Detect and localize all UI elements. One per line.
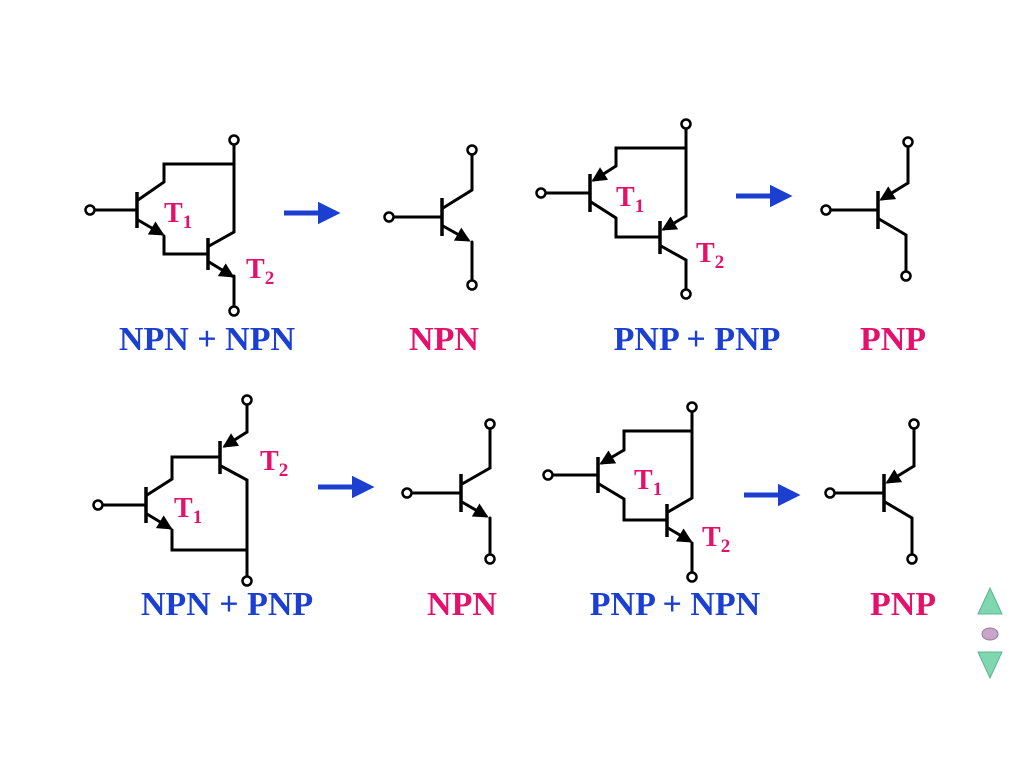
- circuit-pnp-pnp: [535, 118, 692, 300]
- slide-navigation: [977, 586, 1003, 680]
- label-t1: T1: [174, 493, 202, 528]
- label-t1: T1: [164, 198, 192, 233]
- circuit-pnp-npn: [542, 401, 698, 583]
- label-pnp: PNP: [860, 321, 926, 358]
- circuit-npn-pnp: [92, 394, 253, 587]
- dot-icon[interactable]: [981, 627, 999, 641]
- terminal-base: [84, 204, 96, 216]
- label-npn-pnp: NPN + PNP: [141, 586, 313, 623]
- label-t2: T2: [696, 238, 724, 273]
- terminal-emitter: [228, 305, 240, 317]
- label-t2: T2: [260, 446, 288, 481]
- t2-emitter-arrow: [207, 260, 235, 278]
- label-pnp-pnp: PNP + PNP: [614, 321, 781, 358]
- triangle-up-icon[interactable]: [977, 586, 1003, 615]
- circuit-npn-npn: [84, 134, 240, 317]
- label-t2: T2: [702, 522, 730, 557]
- label-pnp-npn: PNP + NPN: [590, 586, 761, 623]
- label-npn: NPN: [427, 586, 497, 623]
- circuit-pnp-equivalent: [820, 136, 914, 282]
- t1-emitter-arrow: [136, 218, 165, 236]
- circuit-npn-equivalent-2: [401, 418, 496, 565]
- triangle-down-icon[interactable]: [977, 651, 1003, 680]
- circuit-npn-equivalent: [383, 144, 478, 291]
- label-pnp: PNP: [870, 586, 936, 623]
- label-t1: T1: [616, 182, 644, 217]
- label-t2: T2: [246, 254, 274, 289]
- label-npn: NPN: [409, 321, 479, 358]
- terminal-collector: [228, 134, 240, 146]
- label-t1: T1: [634, 465, 662, 500]
- label-npn-npn: NPN + NPN: [119, 321, 296, 358]
- circuit-pnp-equivalent-2: [824, 418, 920, 565]
